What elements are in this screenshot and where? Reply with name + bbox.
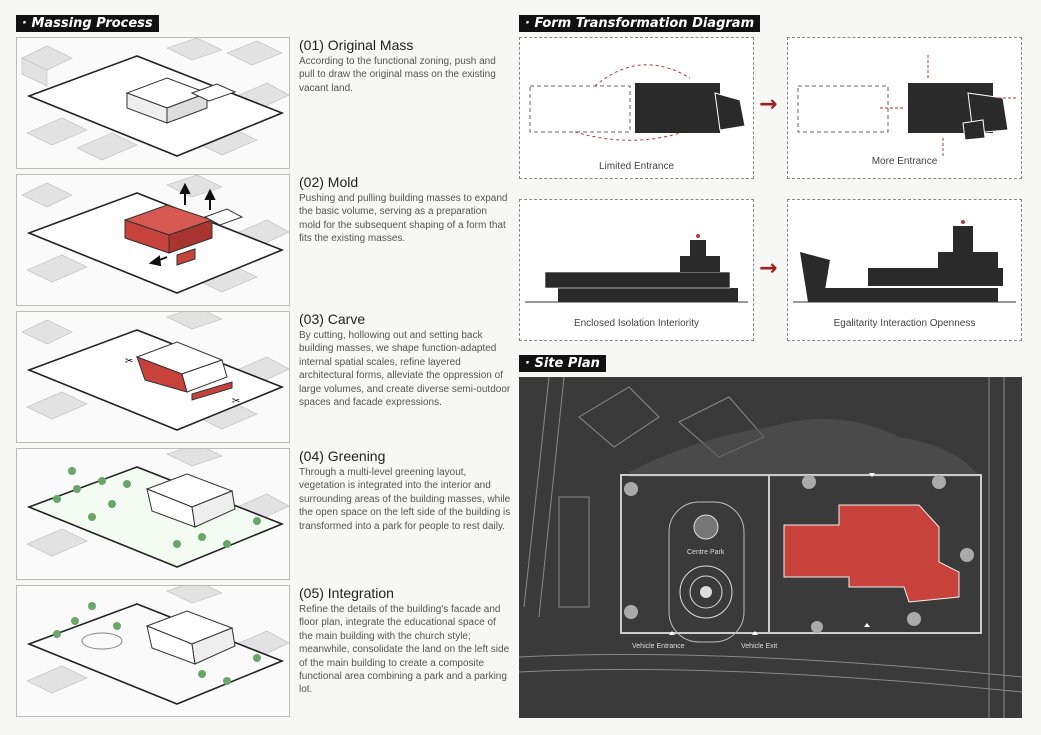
site-plan: Centre Park Vehicle Entrance Vehicle Exi…	[519, 377, 1022, 718]
massing-step-1-image	[16, 37, 290, 169]
form-title: · Form Transformation Diagram	[519, 15, 760, 32]
massing-step-3-image: ✂ ✂	[16, 311, 290, 443]
scissors-icon: ✂	[125, 356, 133, 367]
label-vehicle-entrance: Vehicle Entrance	[632, 643, 685, 650]
step-1-body: According to the functional zoning, push…	[299, 55, 511, 95]
form-caption-4: Egalitarity Interaction Openness	[788, 318, 1021, 329]
step-4-body: Through a multi-level greening layout, v…	[299, 466, 511, 533]
arrow-right-icon: →	[759, 92, 777, 117]
form-diagram-enclosed: Enclosed Isolation Interiority	[519, 199, 754, 341]
step-2-body: Pushing and pulling building masses to e…	[299, 192, 511, 246]
step-1-title: (01) Original Mass	[299, 37, 511, 53]
form-diagram-more-entrance: More Entrance	[787, 37, 1022, 179]
form-caption-3: Enclosed Isolation Interiority	[520, 318, 753, 329]
site-title: · Site Plan	[519, 355, 606, 372]
form-caption-2: More Entrance	[788, 156, 1021, 167]
label-centre-park: Centre Park	[687, 549, 724, 556]
svg-text:✂: ✂	[232, 396, 240, 407]
step-5-title: (05) Integration	[299, 585, 511, 601]
arrow-right-icon-2: →	[759, 256, 777, 281]
step-4-title: (04) Greening	[299, 448, 511, 464]
massing-title: · Massing Process	[16, 15, 159, 32]
massing-step-4-image	[16, 448, 290, 580]
massing-step-5-image	[16, 585, 290, 717]
label-vehicle-exit: Vehicle Exit	[741, 643, 777, 650]
step-5-body: Refine the details of the building's fac…	[299, 603, 511, 697]
step-2-title: (02) Mold	[299, 174, 511, 190]
form-diagram-egalitarity: Egalitarity Interaction Openness	[787, 199, 1022, 341]
step-3-body: By cutting, hollowing out and setting ba…	[299, 329, 511, 409]
massing-step-2-image	[16, 174, 290, 306]
form-diagram-limited-entrance: Limited Entrance	[519, 37, 754, 179]
form-caption-1: Limited Entrance	[520, 161, 753, 172]
step-3-title: (03) Carve	[299, 311, 511, 327]
